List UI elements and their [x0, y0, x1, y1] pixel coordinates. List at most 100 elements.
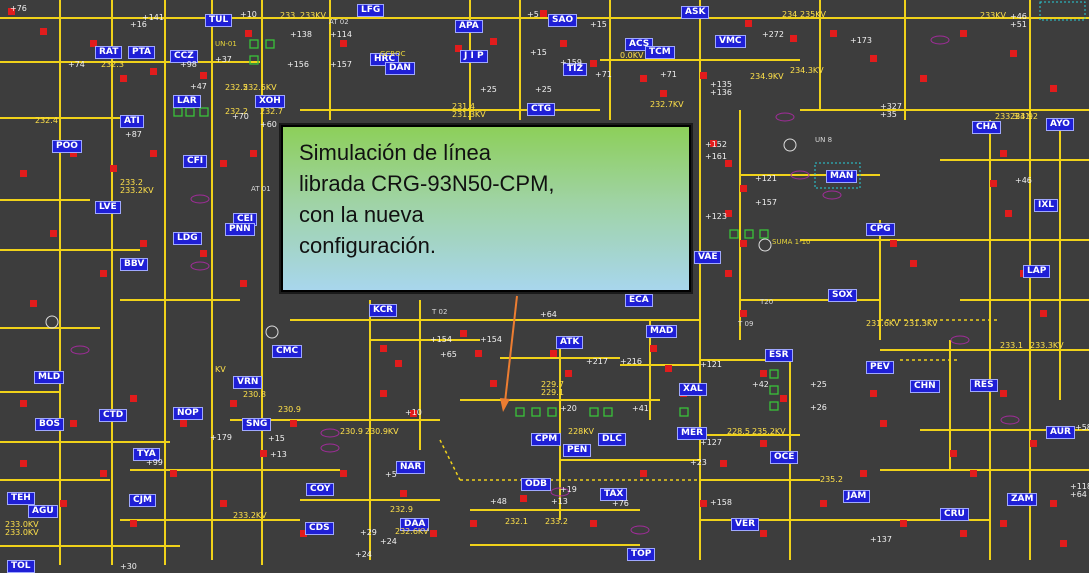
station-xal[interactable]: XAL — [679, 383, 707, 396]
callout-pointer — [504, 295, 518, 403]
station-ldg[interactable]: LDG — [173, 232, 202, 245]
station-ctd[interactable]: CTD — [99, 409, 128, 422]
flow-readout: +76 — [612, 499, 629, 508]
station-esr[interactable]: ESR — [765, 349, 793, 362]
callout-pointer-head — [500, 398, 510, 412]
station-zam[interactable]: ZAM — [1007, 493, 1038, 506]
voltage-readout: 231.6KV — [866, 319, 900, 328]
station-vmc[interactable]: VMC — [715, 35, 746, 48]
station-mad[interactable]: MAD — [646, 325, 678, 338]
station-odb[interactable]: ODB — [521, 478, 551, 491]
flow-readout: +64 — [1070, 490, 1087, 499]
flow-readout: +15 — [590, 20, 607, 29]
flow-readout: +13 — [551, 497, 568, 506]
t20-label: T20 — [760, 298, 774, 306]
station-cjm[interactable]: CJM — [129, 494, 156, 507]
voltage-readout: 0.0KV — [620, 51, 644, 60]
station-daa[interactable]: DAA — [400, 518, 430, 531]
voltage-readout: 235.2 — [820, 475, 843, 484]
station-lap[interactable]: LAP — [1023, 265, 1051, 278]
station-ati[interactable]: ATI — [120, 115, 144, 128]
station-poo[interactable]: POO — [52, 140, 82, 153]
station-vae[interactable]: VAE — [694, 251, 722, 264]
station-agu[interactable]: AGU — [28, 505, 58, 518]
station-pen[interactable]: PEN — [563, 444, 592, 457]
station-lar[interactable]: LAR — [173, 95, 201, 108]
station-jip[interactable]: J I P — [460, 50, 488, 63]
voltage-readout: 229.7 — [541, 380, 564, 389]
station-aur[interactable]: AUR — [1046, 426, 1075, 439]
station-rat[interactable]: RAT — [95, 46, 123, 59]
station-bos[interactable]: BOS — [35, 418, 64, 431]
station-nar[interactable]: NAR — [396, 461, 426, 474]
station-jam[interactable]: JAM — [843, 490, 871, 503]
station-bbv[interactable]: BBV — [120, 258, 149, 271]
voltage-readout: 234.9 — [1010, 112, 1033, 121]
station-tax[interactable]: TAX — [600, 488, 628, 501]
dashed-paths — [439, 319, 1000, 481]
station-lfg[interactable]: LFG — [357, 4, 385, 17]
voltage-readout: 233.2KV — [233, 511, 267, 520]
voltage-readout: 233.0KV — [5, 528, 39, 537]
station-coy[interactable]: COY — [306, 483, 335, 496]
station-pev[interactable]: PEV — [866, 361, 894, 374]
station-eca[interactable]: ECA — [625, 294, 653, 307]
station-ctg[interactable]: CTG — [527, 103, 556, 116]
flow-readout: +123 — [705, 212, 727, 221]
flow-readout: +179 — [210, 433, 232, 442]
station-cha[interactable]: CHA — [972, 121, 1002, 134]
voltage-readout: 231.3KV — [452, 110, 486, 119]
station-pta[interactable]: PTA — [128, 46, 156, 59]
station-ayo[interactable]: AYO — [1046, 118, 1074, 131]
station-cfi[interactable]: CFI — [183, 155, 208, 168]
station-res[interactable]: RES — [970, 379, 998, 392]
station-teh[interactable]: TEH — [7, 492, 35, 505]
station-vrn[interactable]: VRN — [233, 376, 263, 389]
station-tya[interactable]: TYA — [133, 448, 160, 461]
station-tol[interactable]: TOL — [7, 560, 35, 573]
station-tiz[interactable]: TIZ — [563, 63, 588, 76]
gcroc-label: GCROC — [380, 50, 406, 58]
station-nop[interactable]: NOP — [173, 407, 203, 420]
voltage-readout: 233.2 — [545, 517, 568, 526]
flow-readout: +10 — [240, 10, 257, 19]
station-atk[interactable]: ATK — [556, 336, 584, 349]
station-top[interactable]: TOP — [627, 548, 656, 561]
flow-readout: +24 — [380, 537, 397, 546]
station-man[interactable]: MAN — [826, 170, 858, 183]
station-cpg[interactable]: CPG — [866, 223, 895, 236]
station-ver[interactable]: VER — [731, 518, 760, 531]
station-ask[interactable]: ASK — [681, 6, 710, 19]
voltage-readout: 234 — [782, 10, 798, 19]
station-dan[interactable]: DAN — [385, 62, 415, 75]
station-mld[interactable]: MLD — [34, 371, 65, 384]
suma-label: SUMA 1-10 — [772, 238, 811, 246]
station-tcm[interactable]: TCM — [645, 46, 675, 59]
station-tul[interactable]: TUL — [205, 14, 233, 27]
station-pnn[interactable]: PNN — [225, 223, 255, 236]
flow-readout: +58 — [1075, 423, 1089, 432]
flow-readout: +272 — [762, 30, 784, 39]
station-cpm[interactable]: CPM — [531, 433, 562, 446]
station-cru[interactable]: CRU — [940, 508, 969, 521]
station-lve[interactable]: LVE — [95, 201, 121, 214]
station-xoh[interactable]: XOH — [255, 95, 285, 108]
flow-readout: +114 — [330, 30, 352, 39]
station-apa[interactable]: APA — [455, 20, 483, 33]
breakers — [8, 8, 1067, 547]
station-oce[interactable]: OCE — [770, 451, 799, 464]
station-dlc[interactable]: DLC — [598, 433, 626, 446]
station-sao[interactable]: SAO — [548, 14, 578, 27]
station-mer[interactable]: MER — [677, 427, 708, 440]
station-cds[interactable]: CDS — [305, 522, 334, 535]
station-sox[interactable]: SOX — [828, 289, 857, 302]
flow-readout: +35 — [880, 110, 897, 119]
station-sng[interactable]: SNG — [242, 418, 272, 431]
station-cmc[interactable]: CMC — [272, 345, 303, 358]
station-kcr[interactable]: KCR — [369, 304, 398, 317]
station-chn[interactable]: CHN — [910, 380, 940, 393]
flow-readout: +64 — [540, 310, 557, 319]
station-ixl[interactable]: IXL — [1034, 199, 1059, 212]
station-ccz[interactable]: CCZ — [170, 50, 198, 63]
flow-readout: +137 — [870, 535, 892, 544]
